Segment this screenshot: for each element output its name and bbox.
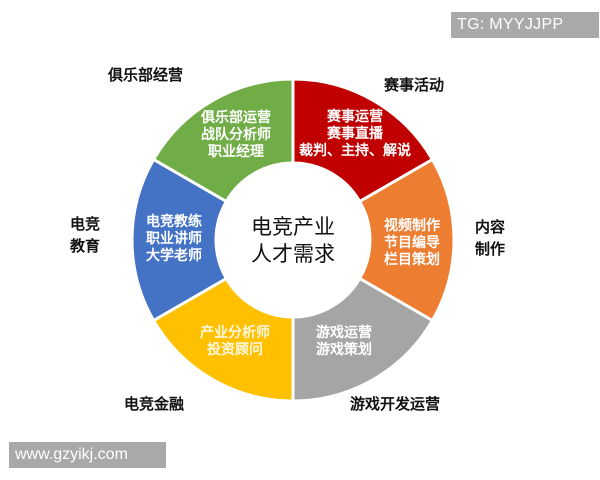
role-item: 职业讲师	[146, 231, 202, 247]
center-title-line1: 电竞产业	[251, 215, 335, 239]
role-item: 赛事直播	[327, 126, 383, 142]
category-label-finance: 电竞金融	[124, 395, 185, 413]
category-label-club: 俱乐部经营	[108, 66, 184, 84]
role-item: 职业经理	[208, 144, 264, 160]
segment-roles-club: 俱乐部运营 战队分析师 职业经理	[196, 110, 276, 161]
center-title-line2: 人才需求	[251, 242, 335, 266]
segment-roles-events: 赛事运营 赛事直播 裁判、主持、解说	[295, 109, 415, 160]
role-item: 裁判、主持、解说	[299, 143, 411, 159]
role-item: 游戏策划	[316, 342, 372, 358]
category-label-education-line1: 电竞	[70, 215, 101, 233]
category-label-content-line1: 内容	[475, 218, 506, 236]
role-item: 电竞教练	[146, 214, 202, 230]
center-circle	[217, 164, 369, 316]
watermark-top: TG: MYYJJPP	[451, 12, 599, 38]
category-label-content: 内容 制作	[475, 216, 505, 260]
role-item: 俱乐部运营	[201, 110, 271, 126]
segment-roles-content: 视频制作 节目编导 栏目策划	[380, 218, 444, 269]
role-item: 产业分析师	[200, 325, 270, 341]
category-label-content-line2: 制作	[475, 240, 506, 258]
segment-roles-game-dev: 游戏运营 游戏策划	[312, 325, 376, 359]
role-item: 战队分析师	[201, 127, 271, 143]
role-item: 游戏运营	[316, 325, 372, 341]
category-label-game-dev: 游戏开发运营	[350, 395, 441, 413]
role-item: 大学老师	[146, 248, 202, 264]
role-item: 视频制作	[384, 218, 440, 234]
role-item: 赛事运营	[327, 109, 383, 125]
role-item: 节目编导	[384, 235, 440, 251]
segment-education	[130, 157, 229, 323]
segment-roles-education: 电竞教练 职业讲师 大学老师	[142, 214, 206, 265]
watermark-bottom: www.gzyikj.com	[9, 442, 166, 468]
role-item: 投资顾问	[207, 342, 263, 358]
role-item: 栏目策划	[384, 252, 440, 268]
segment-roles-finance: 产业分析师 投资顾问	[195, 325, 275, 359]
category-label-events: 赛事活动	[384, 76, 445, 94]
category-label-education-line2: 教育	[70, 237, 101, 255]
center-title: 电竞产业 人才需求	[218, 214, 368, 268]
category-label-education: 电竞 教育	[70, 213, 100, 257]
